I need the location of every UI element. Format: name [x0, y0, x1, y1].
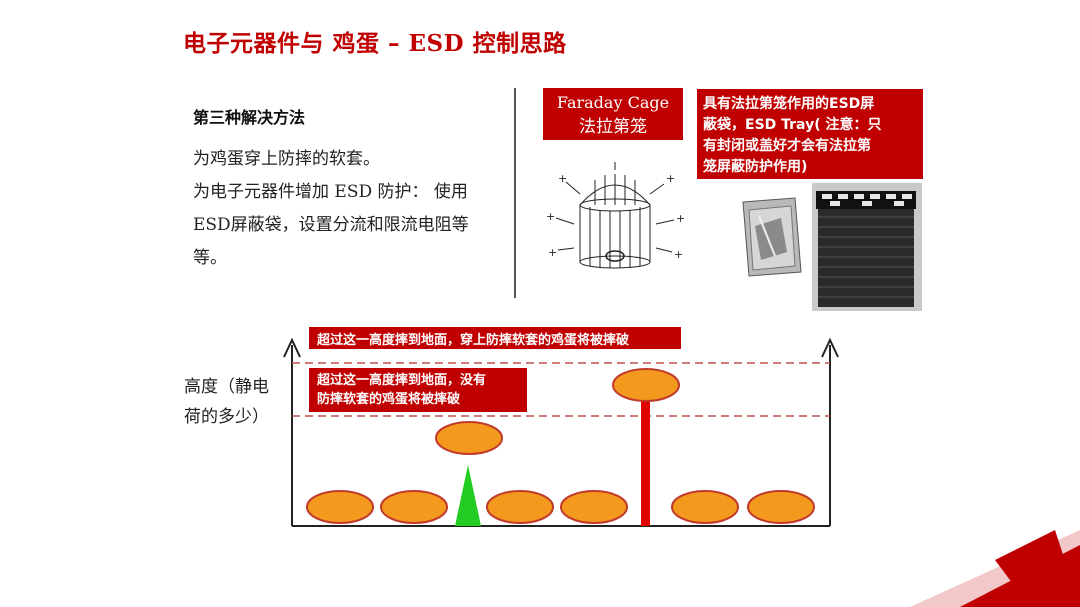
- svg-text:+: +: [546, 210, 555, 223]
- esd-note-line-3: 有封闭或盖好才会有法拉第: [703, 138, 871, 154]
- method-line-3: ESD屏蔽袋，设置分流和限流电阻等: [193, 215, 469, 235]
- egg: [306, 490, 374, 524]
- lower-threshold-line-1: 超过这一高度摔到地面，没有: [317, 373, 487, 388]
- method-line-4: 等。: [193, 248, 227, 268]
- method-line-2: 为电子元器件增加 ESD 防护： 使用: [193, 182, 468, 202]
- esd-tray-image: [812, 183, 922, 311]
- svg-text:+: +: [676, 212, 685, 225]
- faraday-cage-en: Faraday Cage: [556, 93, 670, 112]
- egg: [486, 490, 554, 524]
- faraday-cage-illustration: + + + + + +: [546, 162, 685, 269]
- esd-bag-image: [735, 196, 807, 278]
- y-axis-label-line-2: 荷的多少）: [184, 407, 269, 427]
- left-axis-arrow-icon: [283, 337, 301, 358]
- esd-note-line-2: 蔽袋，ESD Tray( 注意：只: [703, 117, 882, 133]
- y-axis-label: 高度（静电 荷的多少）: [184, 372, 294, 432]
- esd-shield-note: 具有法拉第笼作用的ESD屏 蔽袋，ESD Tray( 注意：只 有封闭或盖好才会…: [697, 89, 923, 179]
- vertical-divider: [514, 88, 516, 298]
- egg: [671, 490, 739, 524]
- egg-high: [612, 368, 680, 402]
- corner-decoration-accent: [995, 530, 1080, 607]
- slide-title: 电子元器件与 鸡蛋 – ESD 控制思路: [183, 30, 567, 57]
- red-bar: [641, 400, 650, 526]
- green-spike: [455, 465, 481, 526]
- method-line-1: 为鸡蛋穿上防摔的软套。: [193, 149, 380, 169]
- svg-text:+: +: [558, 172, 567, 185]
- faraday-cage-label: Faraday Cage 法拉第笼: [543, 88, 683, 140]
- egg: [380, 490, 448, 524]
- lower-threshold-label: 超过这一高度摔到地面，没有 防摔软套的鸡蛋将被摔破: [309, 368, 527, 412]
- lower-threshold-line-2: 防摔软套的鸡蛋将被摔破: [317, 392, 461, 407]
- egg: [747, 490, 815, 524]
- svg-text:+: +: [666, 172, 675, 185]
- y-axis-label-line-1: 高度（静电: [184, 377, 269, 397]
- egg: [560, 490, 628, 524]
- right-axis-arrow-icon: [821, 337, 839, 358]
- faraday-cage-zh: 法拉第笼: [579, 117, 647, 137]
- egg-raised: [435, 421, 503, 455]
- svg-text:+: +: [674, 248, 683, 261]
- upper-threshold-label: 超过这一高度摔到地面，穿上防摔软套的鸡蛋将被摔破: [309, 327, 681, 349]
- svg-text:+: +: [548, 246, 557, 259]
- esd-note-line-4: 笼屏蔽防护作用): [703, 159, 808, 175]
- esd-note-line-1: 具有法拉第笼作用的ESD屏: [703, 96, 875, 112]
- method-heading: 第三种解决方法: [193, 108, 306, 127]
